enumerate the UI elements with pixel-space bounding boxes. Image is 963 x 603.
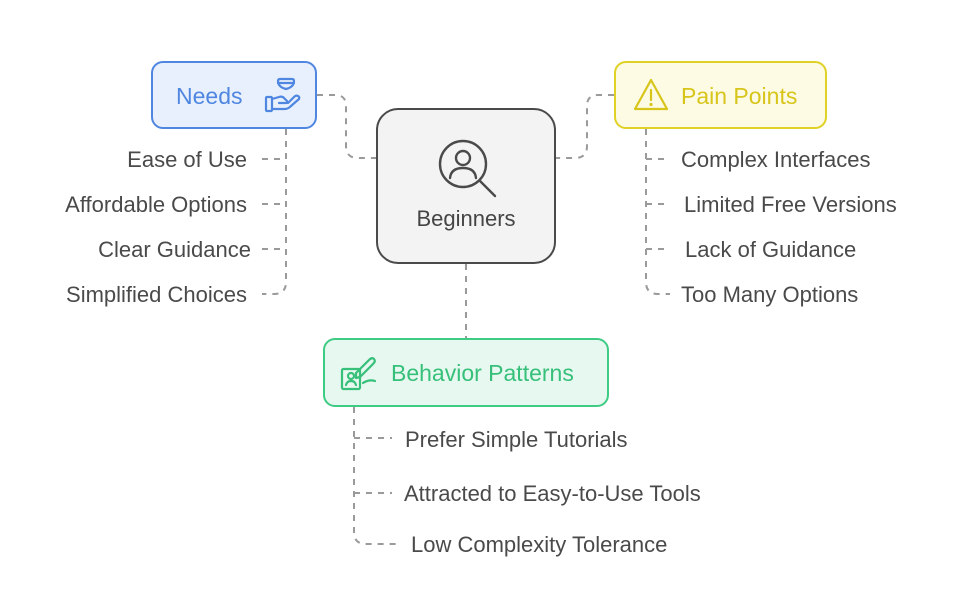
needs-title: Needs <box>176 83 243 109</box>
id-card-pen-icon <box>340 357 377 391</box>
pain-points-title: Pain Points <box>681 83 798 109</box>
pain-trunk <box>645 129 670 295</box>
center-title: Beginners <box>416 206 516 231</box>
behavior-patterns-item: Attracted to Easy-to-Use Tools <box>404 481 701 506</box>
pain-points-item: Complex Interfaces <box>681 147 871 172</box>
needs-node[interactable]: Needs <box>151 61 317 129</box>
needs-item: Ease of Use <box>127 147 247 172</box>
connector-pain-center <box>556 94 614 159</box>
behavior-trunk <box>353 407 396 545</box>
behavior-patterns-item: Prefer Simple Tutorials <box>405 427 628 452</box>
pain-points-node[interactable]: Pain Points <box>614 61 827 129</box>
needs-item: Affordable Options <box>65 192 247 217</box>
hand-giving-icon <box>264 77 301 113</box>
needs-item: Simplified Choices <box>66 282 247 307</box>
needs-trunk <box>262 129 287 295</box>
pain-points-item: Limited Free Versions <box>684 192 897 217</box>
user-search-icon <box>438 139 497 198</box>
pain-points-item: Lack of Guidance <box>685 237 857 262</box>
behavior-patterns-node[interactable]: Behavior Patterns <box>323 338 609 407</box>
center-node[interactable]: Beginners <box>376 108 556 264</box>
behavior-patterns-item: Low Complexity Tolerance <box>411 532 668 557</box>
needs-item: Clear Guidance <box>98 237 251 262</box>
connector-needs-center <box>317 94 376 159</box>
pain-points-item: Too Many Options <box>681 282 859 307</box>
warning-icon <box>633 78 669 111</box>
behavior-patterns-title: Behavior Patterns <box>391 360 574 386</box>
